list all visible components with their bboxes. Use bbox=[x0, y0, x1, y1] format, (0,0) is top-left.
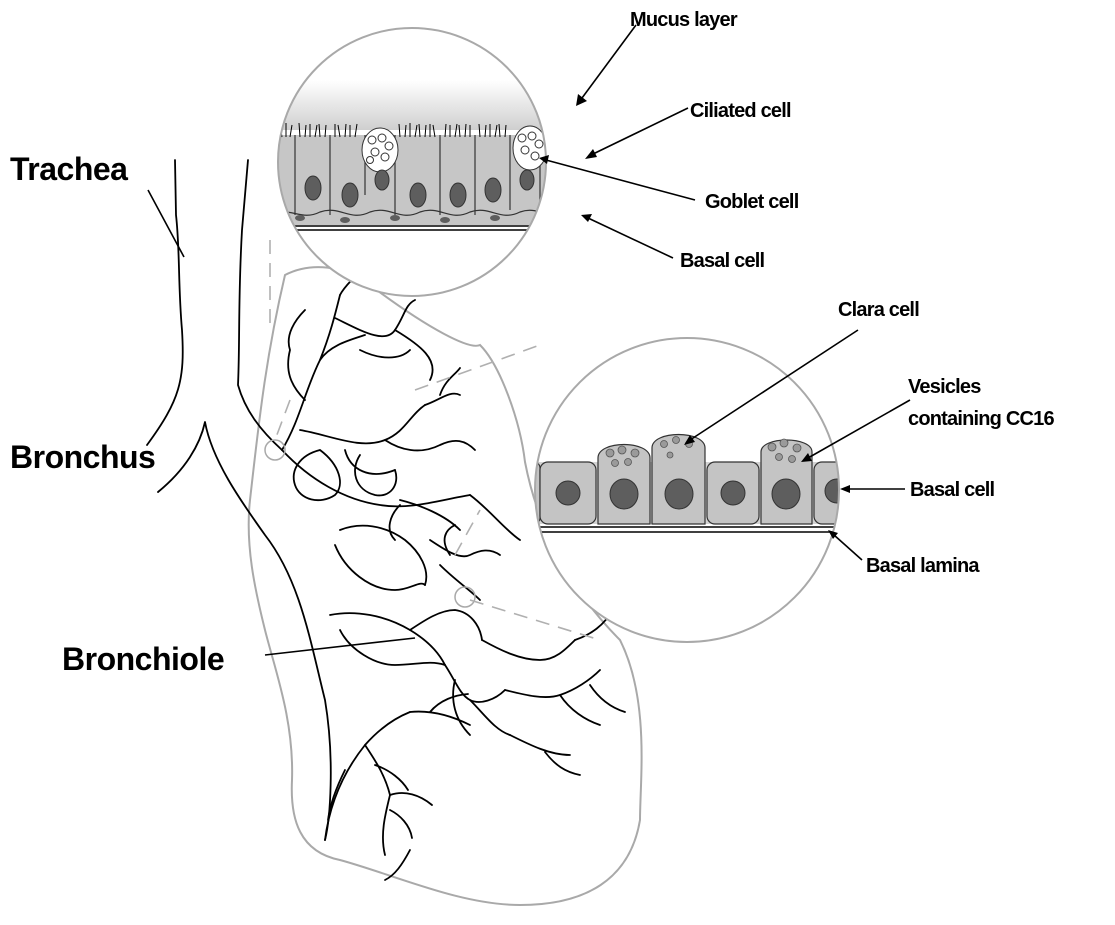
label-bronchus: Bronchus bbox=[10, 439, 155, 475]
label-bronchiole: Bronchiole bbox=[62, 641, 224, 677]
bronchus-epithelium-inset bbox=[270, 28, 585, 296]
zoom-marker-bronchiole bbox=[455, 587, 475, 607]
bronchus-left-wall bbox=[158, 422, 331, 840]
bronchus-branch bbox=[282, 450, 470, 506]
label-basal-cell-top: Basal cell bbox=[680, 250, 765, 272]
bronchiole-epithelium-inset bbox=[520, 338, 860, 642]
label-trachea: Trachea bbox=[10, 151, 128, 187]
label-ciliated-cell: Ciliated cell bbox=[690, 100, 791, 122]
label-vesicles-line2: containing CC16 bbox=[908, 408, 1054, 430]
trachea-wall-left bbox=[147, 160, 183, 445]
label-basal-cell-bottom: Basal cell bbox=[910, 479, 995, 501]
zoom-guide-top bbox=[270, 240, 290, 440]
label-goblet-cell: Goblet cell bbox=[705, 191, 799, 213]
label-vesicles-line1: Vesicles bbox=[908, 376, 981, 398]
trachea-wall-right bbox=[238, 160, 282, 450]
label-basal-lamina: Basal lamina bbox=[866, 555, 980, 577]
label-mucus-layer: Mucus layer bbox=[630, 9, 738, 31]
label-clara-cell: Clara cell bbox=[838, 299, 919, 321]
